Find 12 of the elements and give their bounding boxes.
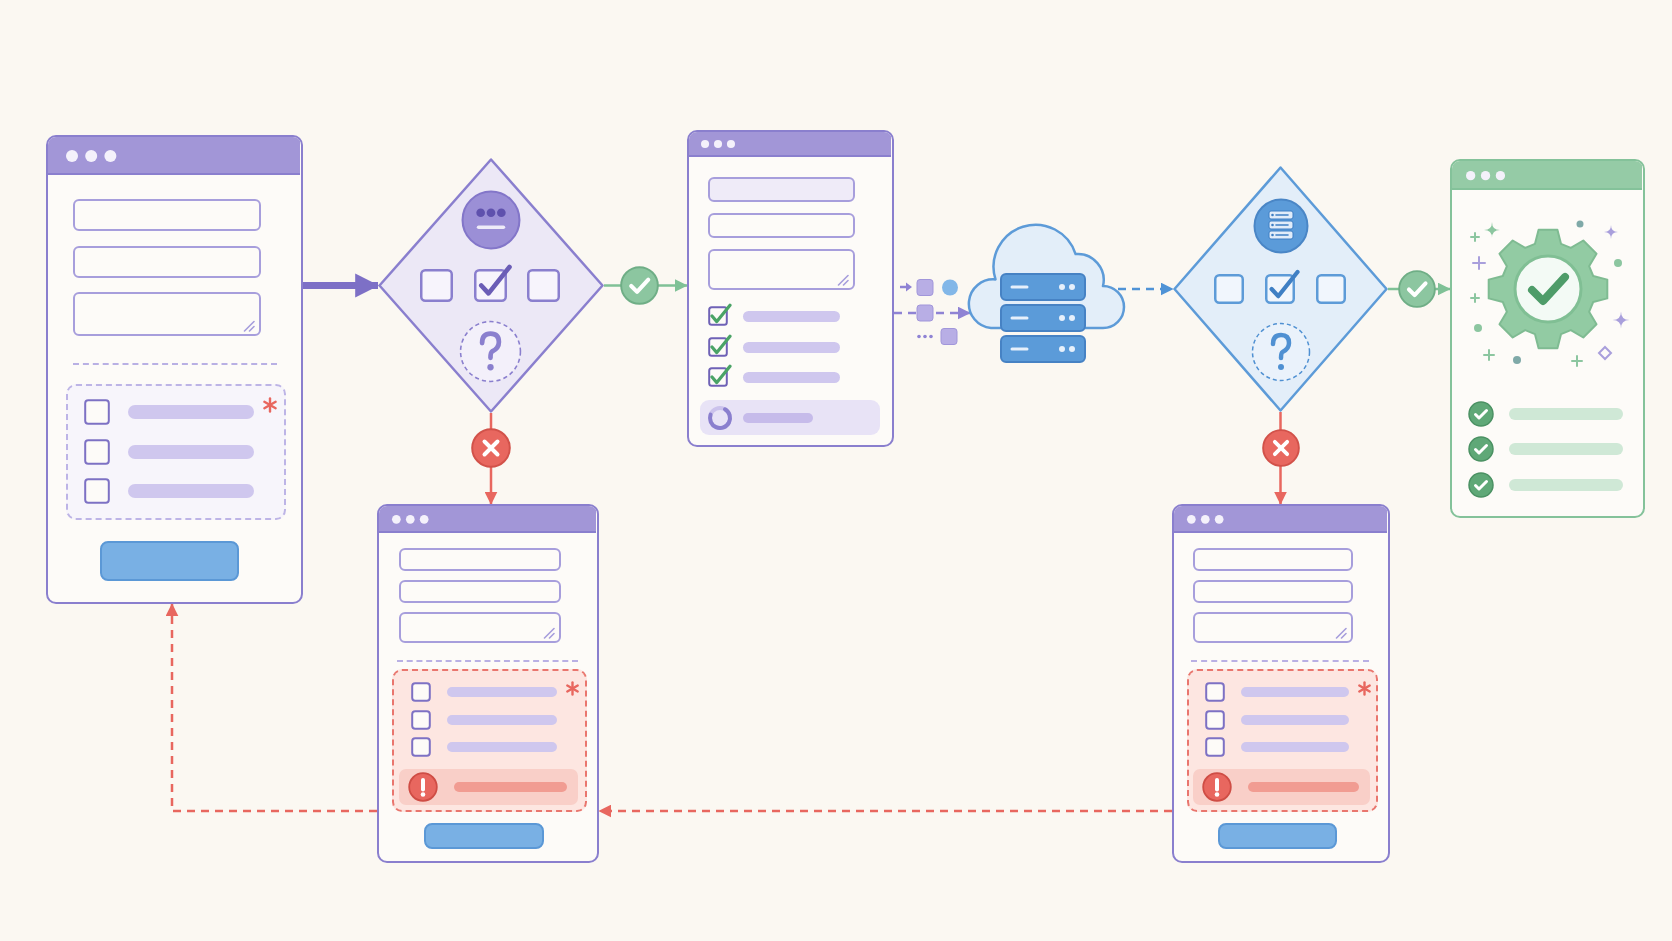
decision-diamond [378, 158, 604, 413]
browser-window [1172, 504, 1390, 863]
browser-window [1450, 159, 1645, 518]
dashed-arrow [598, 804, 1172, 818]
dashed-arrow [894, 306, 971, 320]
dashed-arrow [1118, 282, 1174, 296]
dashed-arrow [165, 603, 377, 813]
thick-arrow [303, 273, 380, 298]
decision-diamond [1173, 166, 1388, 412]
browser-window [46, 135, 303, 604]
browser-window [377, 504, 599, 863]
browser-window [687, 130, 894, 447]
